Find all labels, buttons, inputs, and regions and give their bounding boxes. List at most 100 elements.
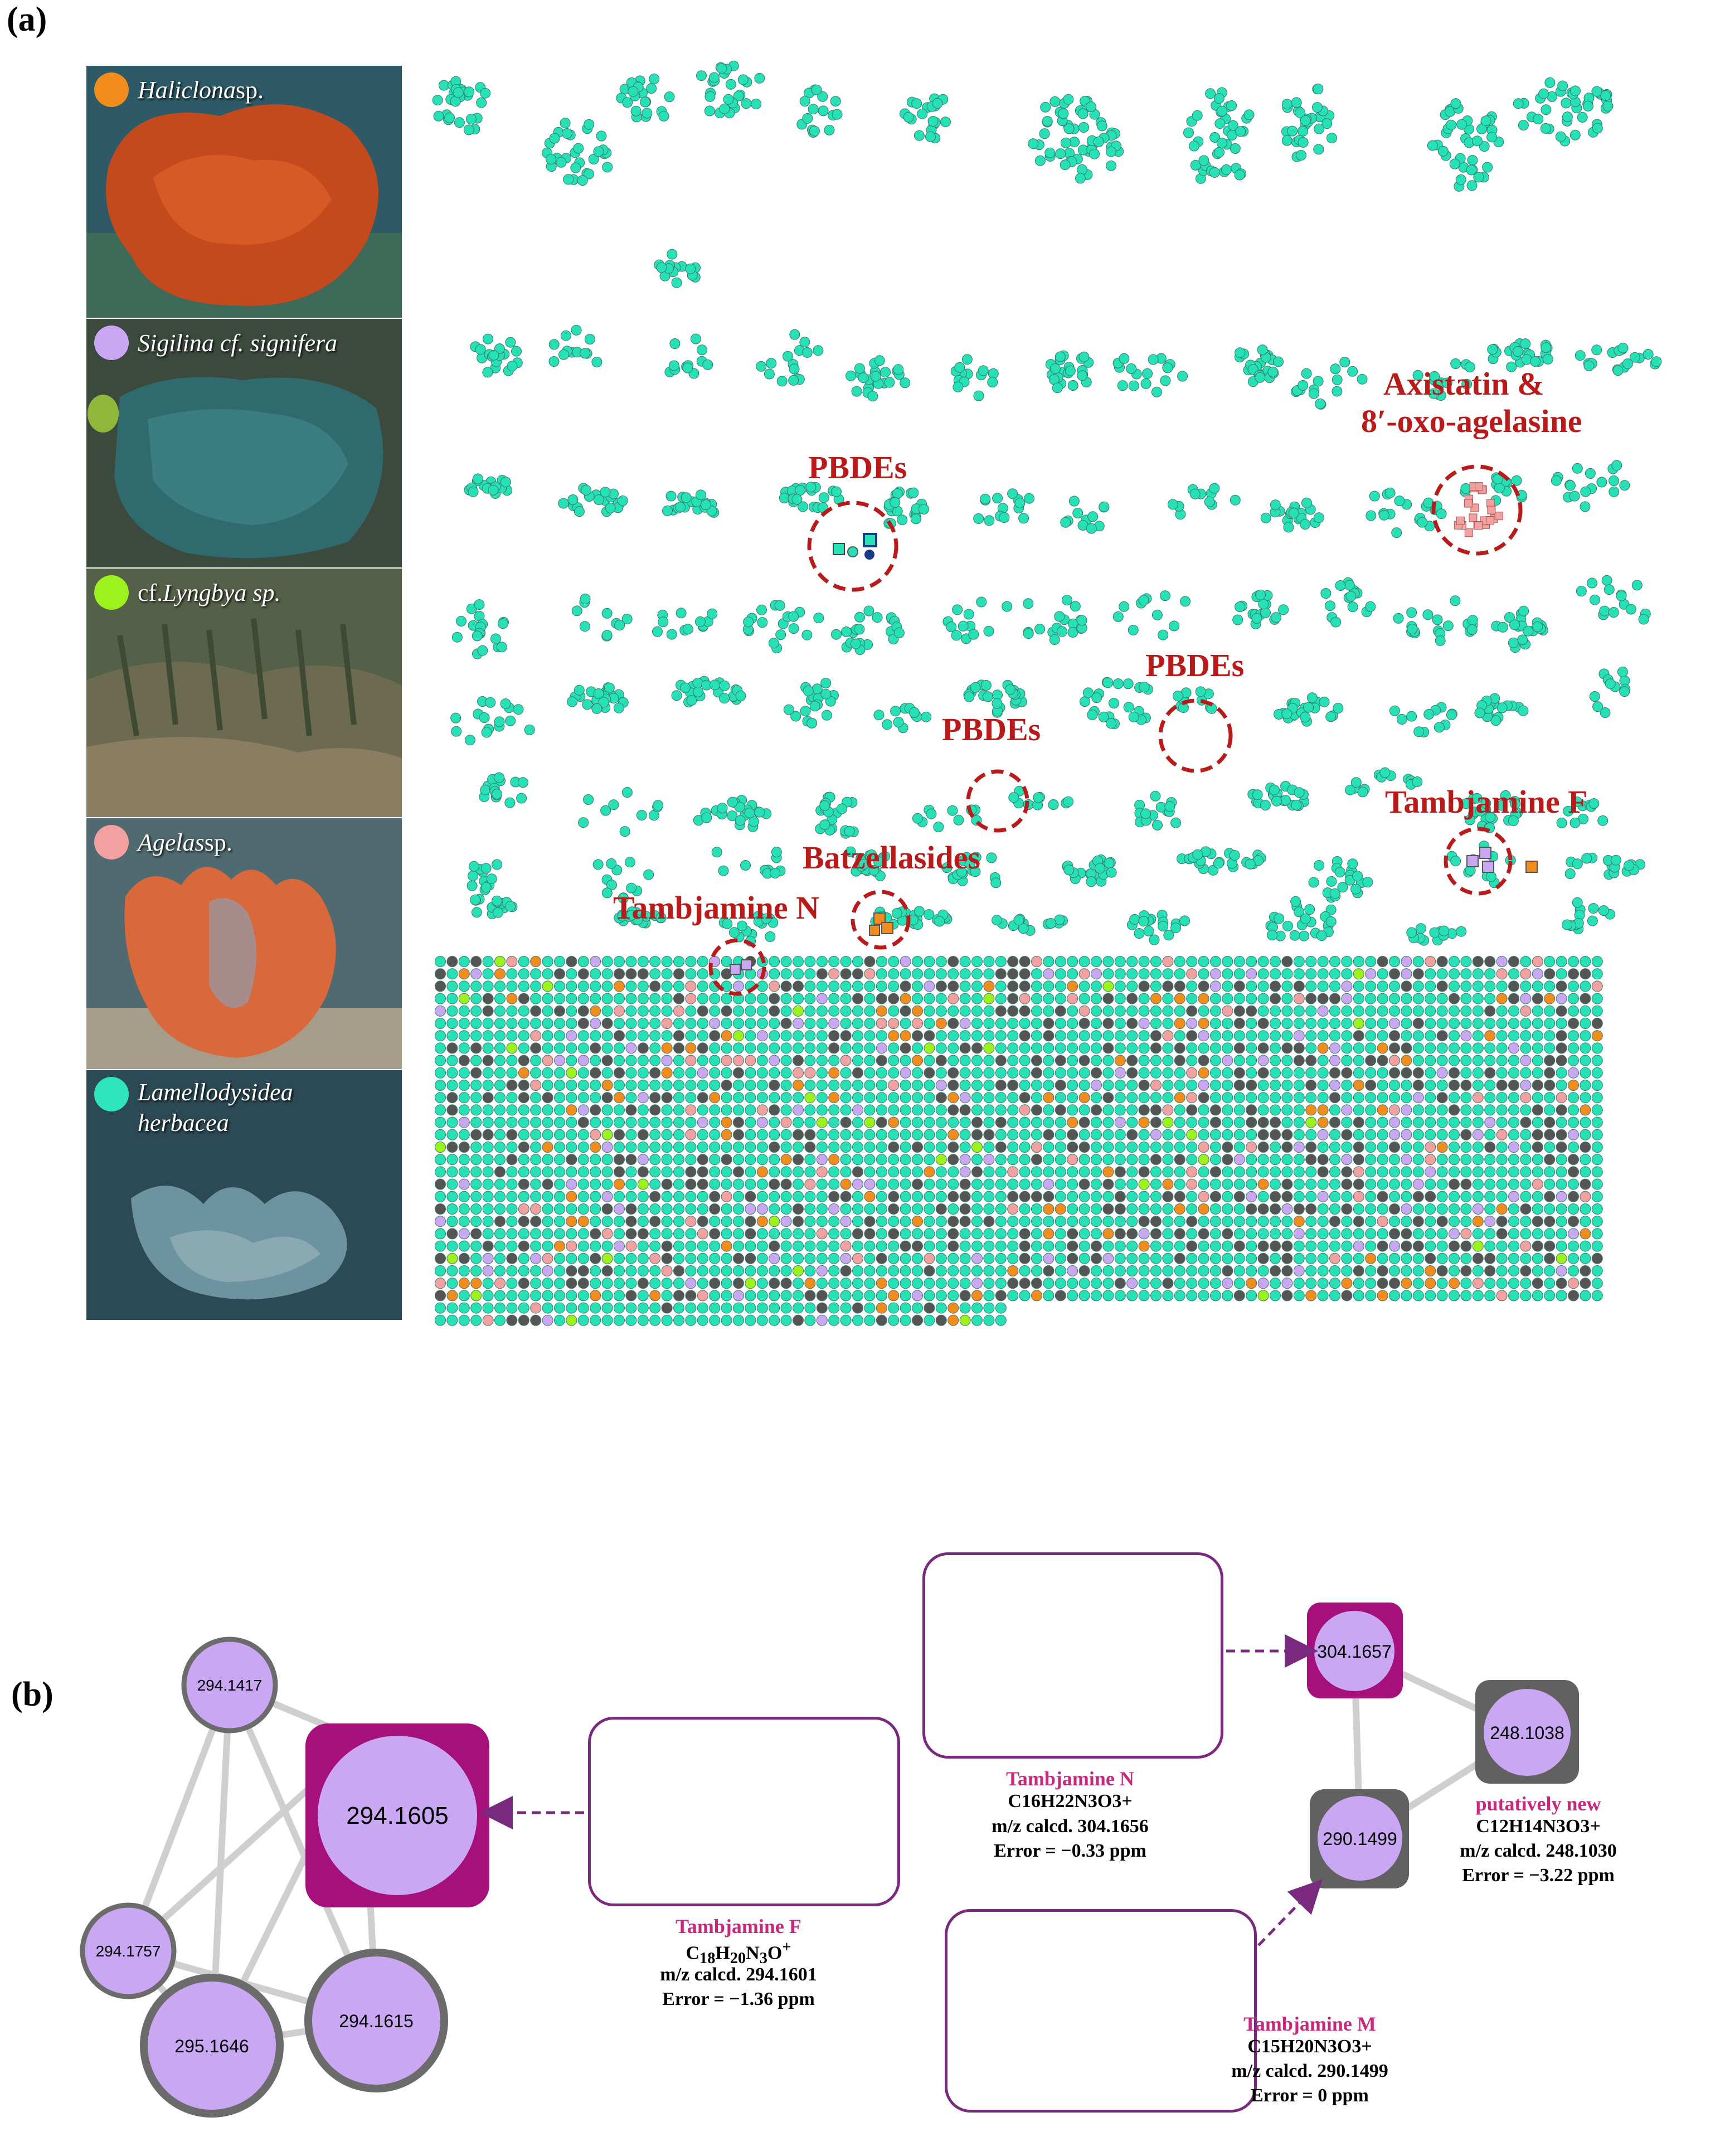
singleton-node — [1317, 956, 1329, 967]
singleton-node — [614, 1030, 625, 1042]
singleton-node — [661, 1030, 673, 1042]
network-node — [818, 492, 829, 503]
singleton-node — [780, 1216, 792, 1227]
singleton-node — [435, 1240, 446, 1252]
pbdes-node — [864, 550, 874, 560]
singleton-node — [1293, 1290, 1305, 1302]
singleton-node — [494, 1129, 506, 1140]
network-node — [451, 726, 462, 737]
singleton-node — [1019, 1055, 1031, 1066]
singleton-node — [1365, 1055, 1377, 1066]
singleton-node — [1091, 1290, 1102, 1302]
singleton-node — [1091, 1228, 1102, 1240]
singleton-node — [1281, 1191, 1293, 1202]
singleton-node — [947, 1252, 959, 1264]
singleton-node — [793, 1240, 804, 1252]
singleton-node — [697, 1290, 708, 1302]
singleton-node — [625, 1018, 637, 1029]
singleton-node — [769, 1191, 780, 1202]
singleton-node — [1210, 1203, 1221, 1215]
singleton-node — [995, 1104, 1007, 1116]
singleton-node — [625, 1216, 637, 1227]
singleton-node — [1412, 1116, 1424, 1128]
singleton-node — [1210, 1265, 1221, 1276]
singleton-node — [1449, 1191, 1460, 1202]
network-node — [1134, 928, 1145, 939]
singleton-node — [1341, 1129, 1353, 1140]
singleton-node — [482, 1154, 494, 1166]
singleton-node — [733, 1067, 744, 1079]
singleton-node — [804, 1092, 816, 1104]
singleton-node — [1031, 1290, 1042, 1302]
singleton-node — [1436, 1055, 1448, 1066]
singleton-node — [530, 1104, 542, 1116]
singleton-node — [1091, 1067, 1102, 1079]
node-294-1417 — [181, 1637, 278, 1733]
singleton-node — [470, 1055, 482, 1066]
singleton-node — [1186, 1055, 1198, 1066]
singleton-node — [1520, 1290, 1532, 1302]
singleton-node — [1198, 1092, 1209, 1104]
network-node — [799, 96, 810, 107]
singleton-node — [1031, 1005, 1042, 1017]
singleton-node — [1436, 1018, 1448, 1029]
singleton-node — [1568, 1104, 1579, 1116]
singleton-node — [661, 1178, 673, 1190]
singleton-node — [1591, 1116, 1603, 1128]
singleton-node — [1102, 1166, 1114, 1178]
singleton-node — [1222, 1055, 1233, 1066]
singleton-node — [554, 1080, 565, 1091]
network-node — [601, 887, 613, 899]
singleton-node — [793, 1080, 804, 1091]
singleton-node — [1591, 980, 1603, 992]
singleton-node — [1508, 1080, 1519, 1091]
singleton-node — [458, 1240, 470, 1252]
singleton-node — [756, 1129, 768, 1140]
singleton-node — [793, 1018, 804, 1029]
singleton-node — [1472, 1265, 1484, 1276]
singleton-node — [840, 1166, 852, 1178]
singleton-node — [1329, 1067, 1340, 1079]
singleton-node — [1174, 1067, 1185, 1079]
singleton-node — [1544, 1203, 1556, 1215]
network-node — [744, 808, 755, 818]
network-node — [882, 719, 893, 730]
singleton-node — [876, 1302, 887, 1314]
singleton-node — [1186, 1178, 1198, 1190]
network-node — [601, 630, 613, 641]
singleton-node — [1222, 993, 1233, 1004]
singleton-node — [1568, 1252, 1579, 1264]
network-node — [1471, 135, 1483, 147]
node-304-1657 — [1314, 1611, 1394, 1691]
singleton-node — [780, 1278, 792, 1289]
singleton-node — [995, 1252, 1007, 1264]
singleton-node — [458, 1265, 470, 1276]
singleton-node — [697, 1278, 708, 1289]
singleton-node — [780, 1116, 792, 1128]
singleton-node — [566, 1278, 577, 1289]
singleton-node — [530, 980, 542, 992]
singleton-node — [554, 1240, 565, 1252]
network-node — [1151, 609, 1163, 620]
singleton-node — [649, 1314, 661, 1326]
singleton-node — [1270, 1042, 1281, 1054]
singleton-node — [1270, 1290, 1281, 1302]
singleton-node — [864, 956, 876, 967]
network-node — [1389, 705, 1400, 716]
singleton-node — [1055, 1129, 1066, 1140]
network-node — [1294, 906, 1305, 917]
singleton-node — [733, 1092, 744, 1104]
network-node — [704, 91, 716, 102]
network-node — [694, 616, 706, 627]
singleton-node — [1031, 1142, 1042, 1153]
singleton-node — [1436, 1092, 1448, 1104]
singleton-node — [793, 968, 804, 980]
network-node — [1596, 477, 1607, 488]
singleton-node — [625, 1055, 637, 1066]
singleton-node — [661, 1092, 673, 1104]
network-node — [613, 702, 624, 713]
network-node — [666, 629, 677, 640]
network-node — [1384, 487, 1396, 498]
singleton-node — [888, 968, 900, 980]
network-node — [473, 473, 483, 484]
